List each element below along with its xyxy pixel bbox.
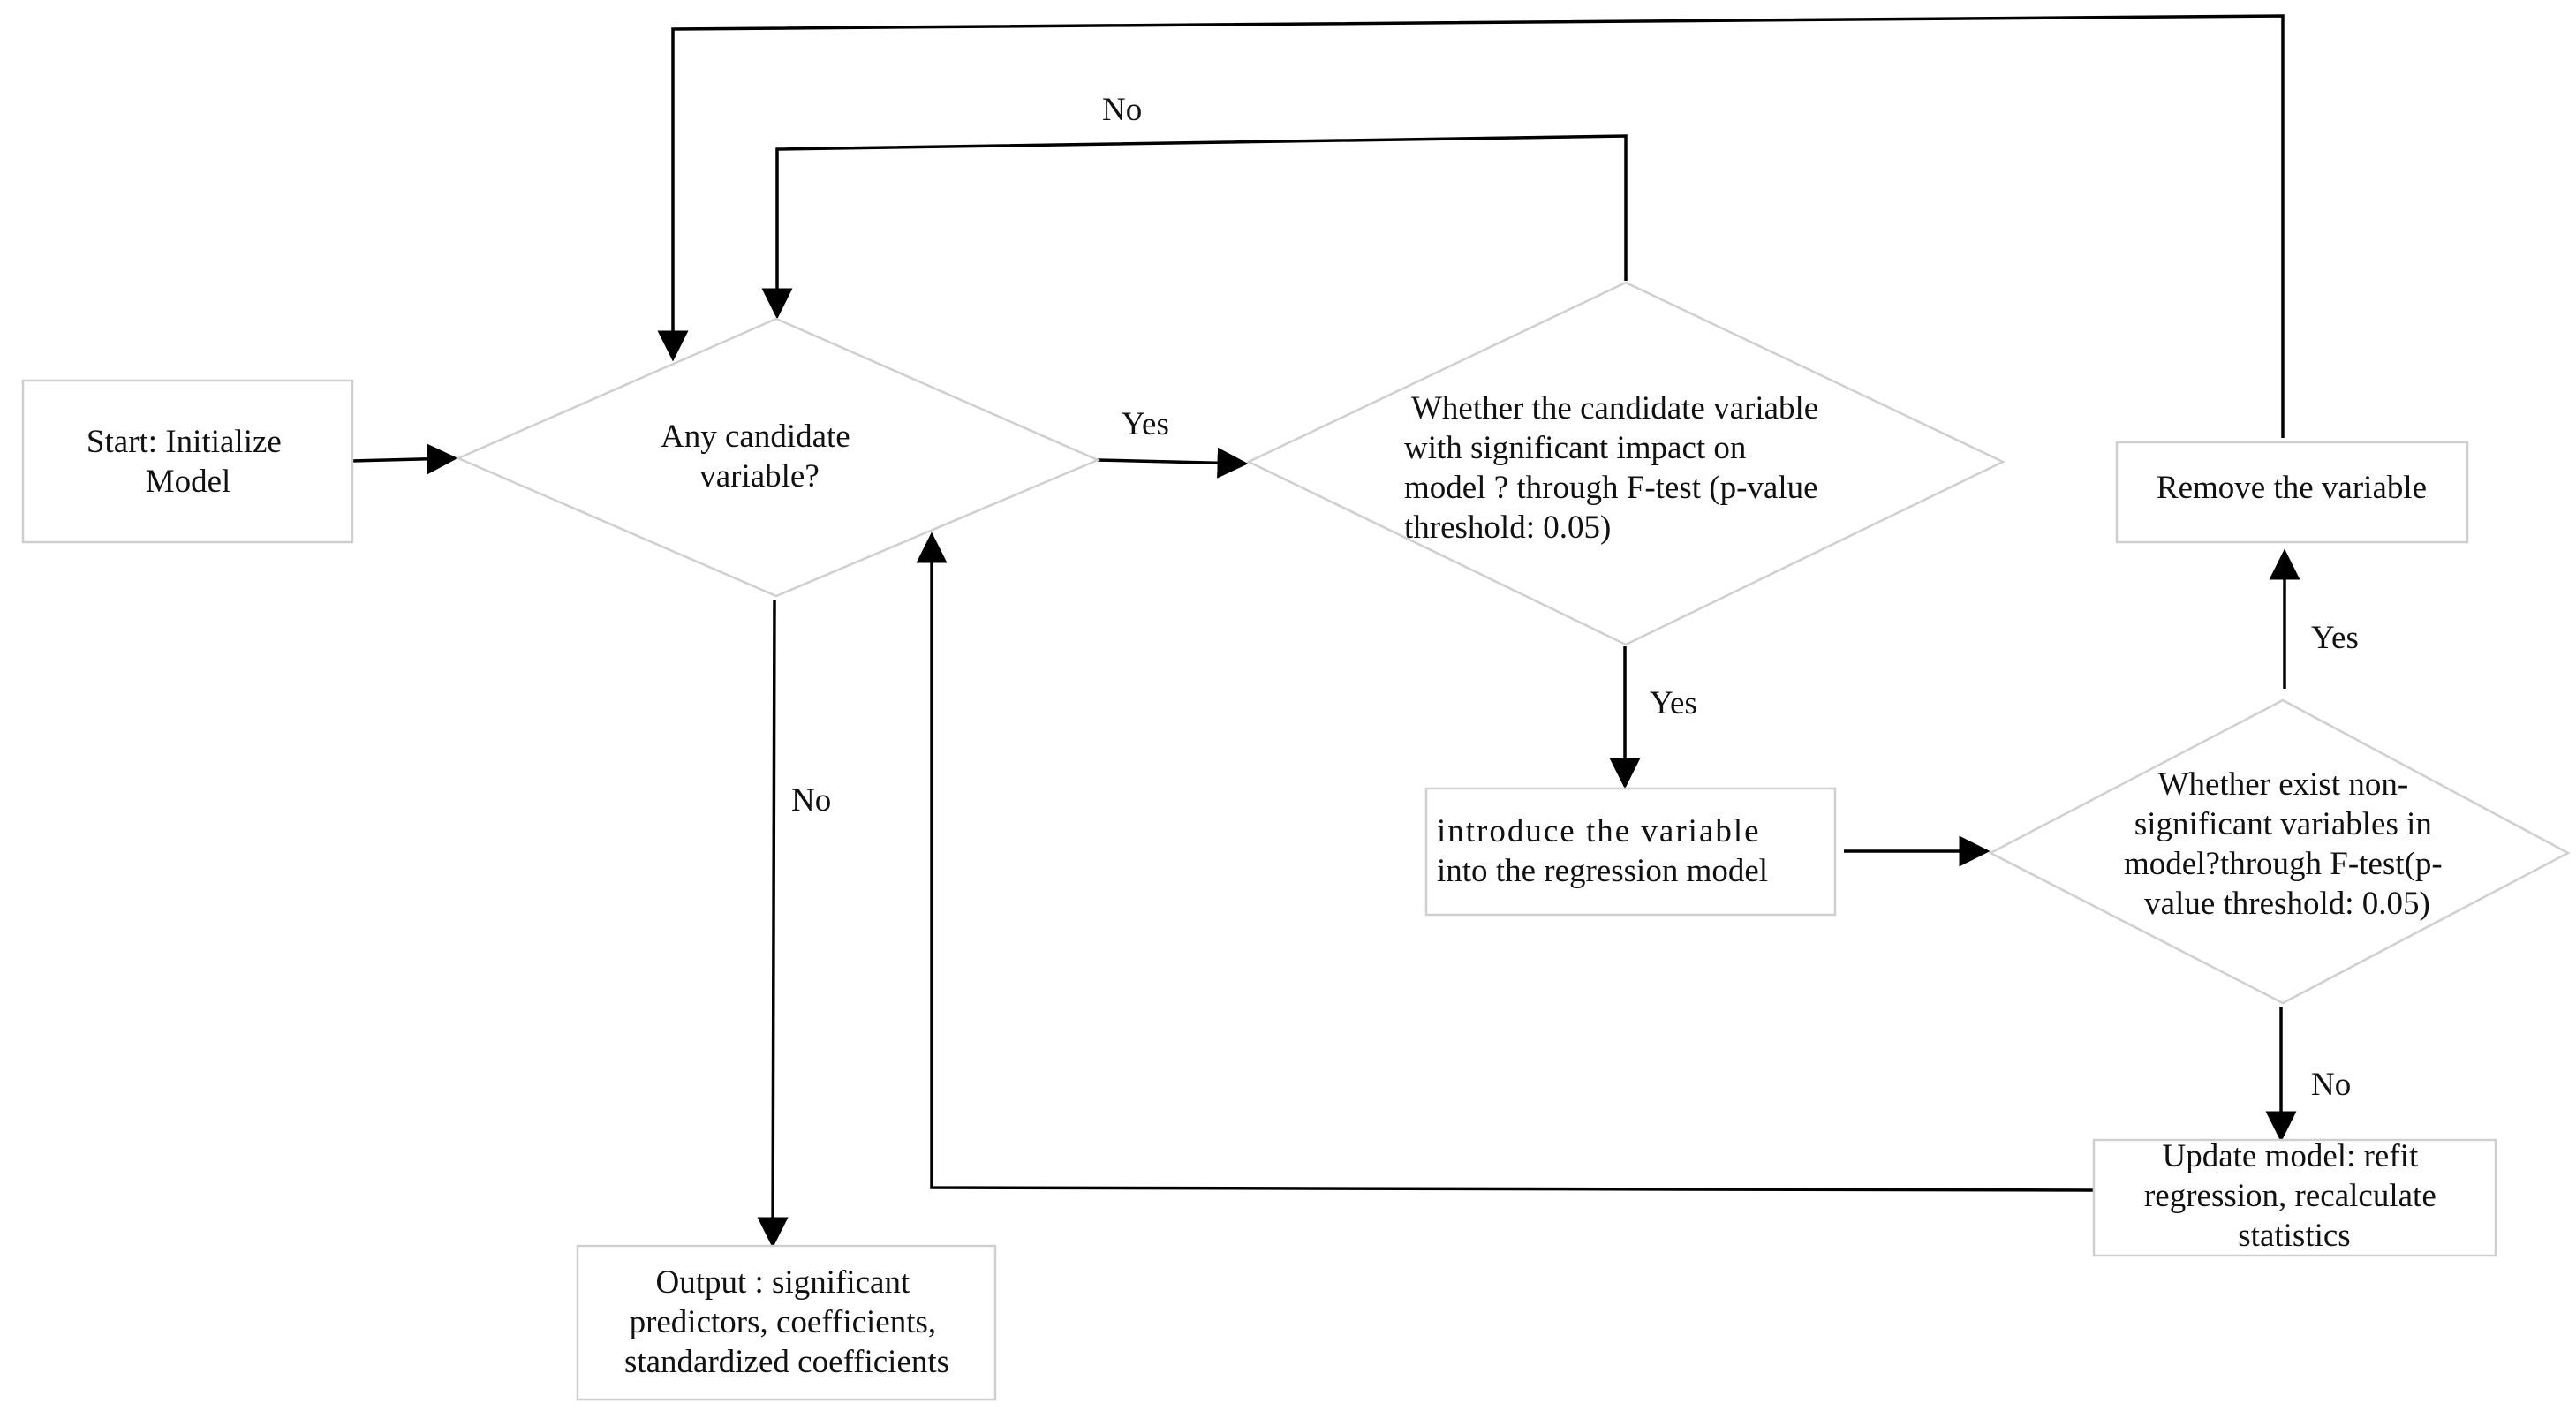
candidate-diamond (455, 317, 1101, 598)
significance-diamond (1246, 281, 2006, 646)
edge-candidate-yes (1097, 447, 1249, 479)
edge-remove-to-candidate (657, 14, 2285, 438)
nonsig-diamond (1988, 698, 2571, 1005)
label-nonsig-yes: Yes (2311, 620, 2359, 656)
nonsig-line: Whether exist non- (2158, 766, 2409, 803)
introduce-line: introduce the variable (1437, 813, 1761, 849)
remove-line: Remove the variable (2157, 470, 2427, 506)
nonsig-line: value threshold: 0.05) (2144, 886, 2430, 922)
edge-start-to-candidate (351, 443, 458, 475)
update-text: Update model: refit regression, recalcul… (2144, 1138, 2444, 1254)
label-candidate-no: No (791, 782, 831, 819)
output-line: predictors, coefficients, (630, 1304, 937, 1340)
significance-text: Whether the candidate variable with sign… (1404, 390, 1826, 546)
output-line: standardized coefficients (624, 1344, 949, 1380)
start-line: Start: Initialize (87, 424, 282, 460)
remove-text: Remove the variable (2157, 470, 2427, 506)
edge-labels: Yes No No Yes Yes No (791, 92, 2359, 1103)
start-line: Model (146, 464, 231, 500)
update-line: Update model: refit (2163, 1138, 2419, 1174)
introduce-line: into the regression model (1437, 853, 1768, 889)
label-significance-no: No (1102, 92, 1142, 128)
nodes (21, 281, 2571, 1401)
significance-line: with significant impact on (1404, 430, 1746, 466)
edge-significance-no (761, 134, 1628, 320)
update-line: statistics (2238, 1218, 2350, 1254)
edge-candidate-no (757, 600, 789, 1249)
introduce-text: introduce the variable into the regressi… (1437, 813, 1769, 889)
nonsig-line: significant variables in (2134, 806, 2432, 842)
label-candidate-yes: Yes (1122, 406, 1169, 442)
start-text: Start: Initialize Model (87, 424, 290, 500)
update-box (2092, 1138, 2497, 1257)
candidate-text: Any candidate variable? (661, 419, 858, 494)
significance-line: model ? through F-test (p-value (1404, 470, 1818, 506)
label-nonsig-no: No (2311, 1067, 2351, 1103)
nonsig-text: Whether exist non- significant variables… (2124, 766, 2451, 922)
update-line: regression, recalculate (2144, 1178, 2436, 1214)
nonsig-line: model?through F-test(p- (2124, 846, 2443, 882)
candidate-line: variable? (699, 458, 820, 494)
introduce-box (1424, 787, 1837, 917)
significance-line: threshold: 0.05) (1404, 509, 1611, 546)
label-significance-yes: Yes (1650, 685, 1697, 721)
candidate-line: Any candidate (661, 419, 850, 455)
output-line: Output : significant (656, 1264, 910, 1301)
output-box (576, 1244, 997, 1401)
edges (351, 14, 2300, 1249)
start-box (21, 379, 354, 544)
edge-update-to-candidate (916, 532, 2094, 1192)
remove-box (2115, 441, 2469, 544)
output-text: Output : significant predictors, coeffic… (624, 1264, 949, 1380)
significance-line: Whether the candidate variable (1411, 390, 1818, 426)
node-texts: Start: Initialize Model Any candidate va… (87, 390, 2451, 1380)
